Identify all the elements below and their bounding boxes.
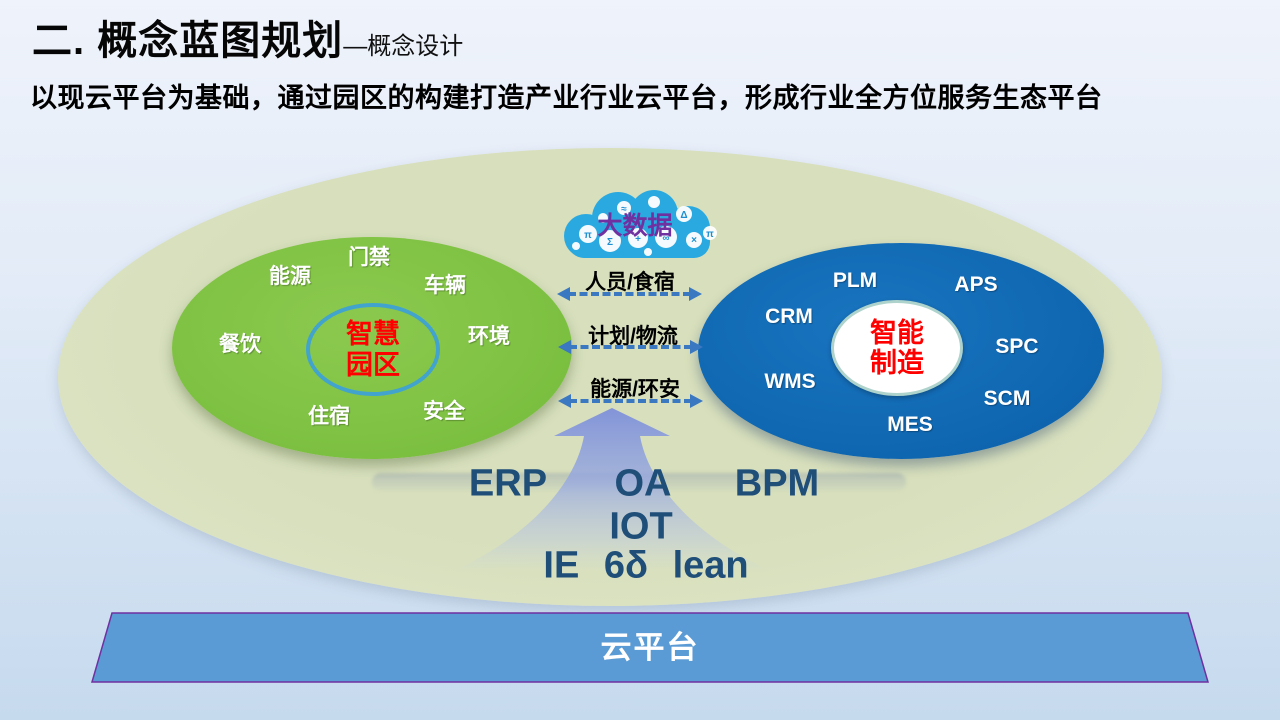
title-suffix: —概念设计	[343, 33, 464, 60]
mfg-satellite-plm: PLM	[832, 269, 878, 292]
mfg-satellite-aps: APS	[954, 273, 998, 296]
arrow-right-head-icon	[690, 394, 703, 408]
smart-park-core-line1: 智慧	[346, 319, 400, 350]
arrow-left-head-icon	[558, 394, 571, 408]
cloud-platform-label: 云平台	[600, 630, 700, 665]
foundation-oa: OA	[614, 462, 672, 505]
page-title: 二. 概念蓝图规划—概念设计	[32, 8, 463, 66]
arrow-dashed-line	[569, 399, 692, 403]
svg-text:Σ: Σ	[607, 237, 613, 248]
park-satellite-vehicle: 车辆	[424, 274, 466, 297]
mfg-satellite-crm: CRM	[765, 305, 813, 328]
park-satellite-dining: 餐饮	[219, 333, 261, 356]
svg-text:π: π	[706, 229, 714, 240]
mfg-satellite-wms: WMS	[764, 370, 816, 393]
smart-park-core: 智慧 园区	[306, 303, 440, 396]
link-label-personnel-boarding: 人员/食宿	[585, 271, 675, 294]
title-main: 二. 概念蓝图规划	[32, 19, 344, 63]
smart-park-core-line2: 园区	[346, 349, 400, 380]
park-satellite-security: 安全	[423, 400, 465, 423]
foundation-erp: ERP	[468, 462, 548, 505]
arrow-left-head-icon	[558, 340, 571, 354]
svg-text:π: π	[584, 230, 592, 241]
cloud-platform-banner	[91, 612, 1209, 683]
svg-text:≈: ≈	[621, 204, 627, 215]
arrow-dashed-line	[568, 292, 691, 296]
arrow-right-head-icon	[689, 287, 702, 301]
svg-text:∞: ∞	[662, 233, 669, 244]
bidirectional-arrow-2	[558, 340, 703, 354]
foundation-bpm: BPM	[734, 462, 820, 505]
bidirectional-arrow-1	[557, 287, 702, 301]
big-data-cloud-icon: πΣ + ∞ × ≈ Δπ	[564, 190, 717, 258]
arrow-right-head-icon	[690, 340, 703, 354]
park-satellite-energy: 能源	[269, 265, 311, 288]
mfg-satellite-mes: MES	[887, 413, 933, 436]
bidirectional-arrow-3	[558, 394, 703, 408]
link-label-plan-logistics: 计划/物流	[588, 325, 678, 348]
arrow-dashed-line	[569, 345, 692, 349]
up-arrow-icon	[456, 408, 768, 572]
smart-manufacturing-core-line2: 制造	[870, 348, 924, 378]
foundation-ie-6sigma-lean: IE 6δ lean	[543, 544, 749, 587]
mfg-satellite-scm: SCM	[983, 387, 1031, 410]
mfg-satellite-spc: SPC	[995, 335, 1039, 358]
svg-text:Δ: Δ	[680, 210, 687, 221]
smart-manufacturing-core-line1: 智能	[870, 317, 924, 348]
arrow-left-head-icon	[557, 287, 570, 301]
svg-text:×: ×	[691, 235, 697, 246]
park-satellite-environment: 环境	[468, 325, 510, 348]
subtitle: 以现云平台为基础，通过园区的构建打造产业行业云平台，形成行业全方位服务生态平台	[30, 83, 1103, 113]
big-data-label: 大数据	[597, 212, 673, 240]
svg-text:+: +	[635, 234, 641, 245]
link-label-energy-ehs: 能源/环安	[590, 378, 680, 401]
smart-manufacturing-core: 智能 制造	[831, 300, 963, 396]
park-satellite-access: 门禁	[348, 246, 390, 269]
foundation-iot: IOT	[609, 505, 673, 548]
park-satellite-lodging: 住宿	[308, 405, 350, 428]
